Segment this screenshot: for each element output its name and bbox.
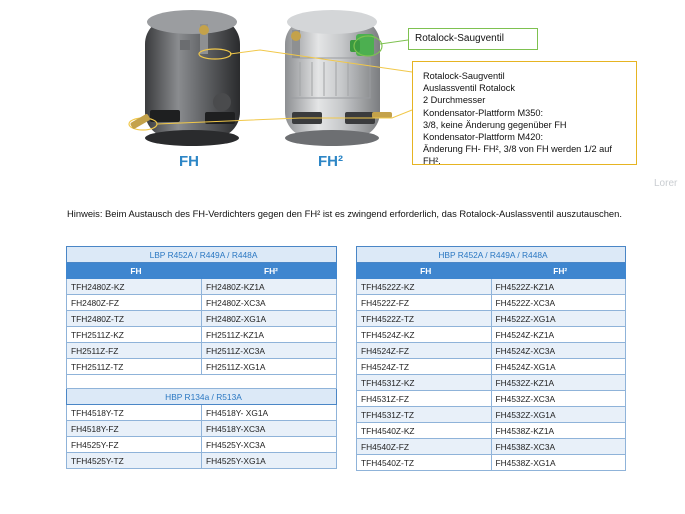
fh-model-cell: TFH4531Z-KZ bbox=[356, 374, 492, 391]
fh-model-cell: FH4525Y-FZ bbox=[66, 436, 202, 453]
fh2-model-cell: FH4524Z-KZ1A bbox=[490, 326, 626, 343]
fh2-model-cell: FH4525Y-XG1A bbox=[201, 452, 337, 469]
callout-line: 3/8, keine Änderung gegenüber FH bbox=[423, 119, 567, 130]
column-header-fh: FH bbox=[356, 262, 492, 279]
replacement-note: Hinweis: Beim Austausch des FH-Verdichte… bbox=[67, 208, 622, 219]
column-header-fh2: FH² bbox=[201, 262, 337, 279]
table-row: FH4524Z-FZ FH4524Z-XC3A bbox=[356, 342, 626, 359]
callout-line: Kondensator-Plattform M350: bbox=[423, 107, 544, 118]
callout-line: Auslassventil Rotalock bbox=[423, 83, 515, 94]
fh2-model-cell: FH4532Z-XG1A bbox=[490, 406, 626, 423]
hbp-r452a-table: HBP R452A / R449A / R448A FH FH² TFH4522… bbox=[356, 246, 626, 471]
fh2-model-cell: FH4532Z-KZ1A bbox=[490, 374, 626, 391]
lbp-hbp-r134a-table: LBP R452A / R449A / R448A FH FH² TFH2480… bbox=[66, 246, 337, 469]
fh2-model-cell: FH2480Z-KZ1A bbox=[201, 278, 337, 295]
leader-line-green bbox=[379, 39, 409, 45]
callout-line: Änderung FH- FH², 3/8 von FH werden 1/2 … bbox=[423, 144, 612, 167]
fh2-model-cell: FH4538Z-XG1A bbox=[490, 454, 626, 471]
suction-valve-callout: Rotalock-Saugventil bbox=[408, 28, 538, 50]
fh2-model-cell: FH2511Z-XC3A bbox=[201, 342, 337, 359]
compressor-illustration bbox=[128, 10, 413, 146]
table-row: TFH2480Z-KZ FH2480Z-KZ1A bbox=[66, 278, 337, 295]
column-header-fh: FH bbox=[66, 262, 202, 279]
table-row: TFH4522Z-TZ FH4522Z-XG1A bbox=[356, 310, 626, 327]
fh2-model-cell: FH4522Z-KZ1A bbox=[490, 278, 626, 295]
fh-model-cell: TFH2480Z-TZ bbox=[66, 310, 202, 327]
callout-line: 2 Durchmesser bbox=[423, 95, 486, 106]
table-row: TFH2480Z-TZ FH2480Z-XG1A bbox=[66, 310, 337, 327]
fh2-model-cell: FH2511Z-KZ1A bbox=[201, 326, 337, 343]
leader-line-yellow bbox=[229, 49, 413, 73]
fh2-compressor-image bbox=[285, 10, 392, 146]
fh2-model-cell: FH4522Z-XC3A bbox=[490, 294, 626, 311]
fh-model-cell: TFH4540Z-KZ bbox=[356, 422, 492, 439]
fh2-model-cell: FH2480Z-XG1A bbox=[201, 310, 337, 327]
fh-compressor-image bbox=[128, 10, 240, 146]
watermark-text: Lorer bbox=[654, 178, 678, 189]
table-row: FH2511Z-FZ FH2511Z-XC3A bbox=[66, 342, 337, 359]
table-row: TFH4524Z-KZ FH4524Z-KZ1A bbox=[356, 326, 626, 343]
table-row: TFH4540Z-TZ FH4538Z-XG1A bbox=[356, 454, 626, 471]
table-row: FH4524Z-TZ FH4524Z-XG1A bbox=[356, 358, 626, 375]
fh2-model-cell: FH4524Z-XG1A bbox=[490, 358, 626, 375]
table-spacer-row bbox=[66, 374, 337, 389]
fh-model-cell: TFH4525Y-TZ bbox=[66, 452, 202, 469]
fh2-model-cell: FH4538Z-XC3A bbox=[490, 438, 626, 455]
fh-model-cell: TFH2511Z-TZ bbox=[66, 358, 202, 375]
table-row: TFH4540Z-KZ FH4538Z-KZ1A bbox=[356, 422, 626, 439]
table-row: FH4531Z-FZ FH4532Z-XC3A bbox=[356, 390, 626, 407]
fh2-model-cell: FH4522Z-XG1A bbox=[490, 310, 626, 327]
fh-model-cell: TFH2480Z-KZ bbox=[66, 278, 202, 295]
callout-line: Rotalock-Saugventil bbox=[423, 71, 505, 81]
fh-model-cell: TFH4522Z-TZ bbox=[356, 310, 492, 327]
table-row: FH4525Y-FZ FH4525Y-XC3A bbox=[66, 436, 337, 453]
spacer-cell bbox=[66, 374, 337, 389]
fh-model-cell: TFH2511Z-KZ bbox=[66, 326, 202, 343]
fh-model-cell: FH2511Z-FZ bbox=[66, 342, 202, 359]
section-header-hbp-r134a: HBP R134a / R513A bbox=[66, 388, 337, 405]
column-header-fh2: FH² bbox=[490, 262, 626, 279]
fh2-model-cell: FH4532Z-XC3A bbox=[490, 390, 626, 407]
fh2-model-cell: FH4538Z-KZ1A bbox=[490, 422, 626, 439]
fh-model-cell: TFH4531Z-TZ bbox=[356, 406, 492, 423]
fh-model-cell: TFH4518Y-TZ bbox=[66, 404, 202, 421]
leader-line-yellow-2 bbox=[156, 109, 413, 125]
fh-model-cell: TFH4522Z-KZ bbox=[356, 278, 492, 295]
table-row: FH4518Y-FZ FH4518Y-XC3A bbox=[66, 420, 337, 437]
table-row: TFH4518Y-TZ FH4518Y- XG1A bbox=[66, 404, 337, 421]
fh-model-cell: FH2480Z-FZ bbox=[66, 294, 202, 311]
table-row: TFH2511Z-TZ FH2511Z-XG1A bbox=[66, 358, 337, 375]
fh-model-cell: TFH4524Z-KZ bbox=[356, 326, 492, 343]
table-row: FH2480Z-FZ FH2480Z-XC3A bbox=[66, 294, 337, 311]
fh-model-cell: TFH4540Z-TZ bbox=[356, 454, 492, 471]
fh2-model-cell: FH4518Y-XC3A bbox=[201, 420, 337, 437]
fh-caption: FH bbox=[179, 153, 199, 170]
fh-model-cell: FH4518Y-FZ bbox=[66, 420, 202, 437]
table-row: FH4522Z-FZ FH4522Z-XC3A bbox=[356, 294, 626, 311]
fh2-model-cell: FH4525Y-XC3A bbox=[201, 436, 337, 453]
callout-line: Kondensator-Plattform M420: bbox=[423, 132, 544, 143]
table-row: TFH4531Z-KZ FH4532Z-KZ1A bbox=[356, 374, 626, 391]
table-row: TFH2511Z-KZ FH2511Z-KZ1A bbox=[66, 326, 337, 343]
fh2-model-cell: FH4518Y- XG1A bbox=[201, 404, 337, 421]
fh2-model-cell: FH2511Z-XG1A bbox=[201, 358, 337, 375]
section-header-lbp: LBP R452A / R449A / R448A bbox=[66, 246, 337, 263]
fh2-model-cell: FH4524Z-XC3A bbox=[490, 342, 626, 359]
fh-model-cell: FH4522Z-FZ bbox=[356, 294, 492, 311]
fh-model-cell: FH4531Z-FZ bbox=[356, 390, 492, 407]
fh-model-cell: FH4524Z-FZ bbox=[356, 342, 492, 359]
fh-model-cell: FH4524Z-TZ bbox=[356, 358, 492, 375]
table-row: FH4540Z-FZ FH4538Z-XC3A bbox=[356, 438, 626, 455]
table-row: TFH4522Z-KZ FH4522Z-KZ1A bbox=[356, 278, 626, 295]
fh2-model-cell: FH2480Z-XC3A bbox=[201, 294, 337, 311]
fh2-caption: FH² bbox=[318, 153, 343, 170]
section-header-hbp-r452a: HBP R452A / R449A / R448A bbox=[356, 246, 626, 263]
fh-model-cell: FH4540Z-FZ bbox=[356, 438, 492, 455]
valve-details-callout: Rotalock-Saugventil Auslassventil Rotalo… bbox=[412, 61, 637, 167]
table-row: TFH4531Z-TZ FH4532Z-XG1A bbox=[356, 406, 626, 423]
table-row: TFH4525Y-TZ FH4525Y-XG1A bbox=[66, 452, 337, 469]
